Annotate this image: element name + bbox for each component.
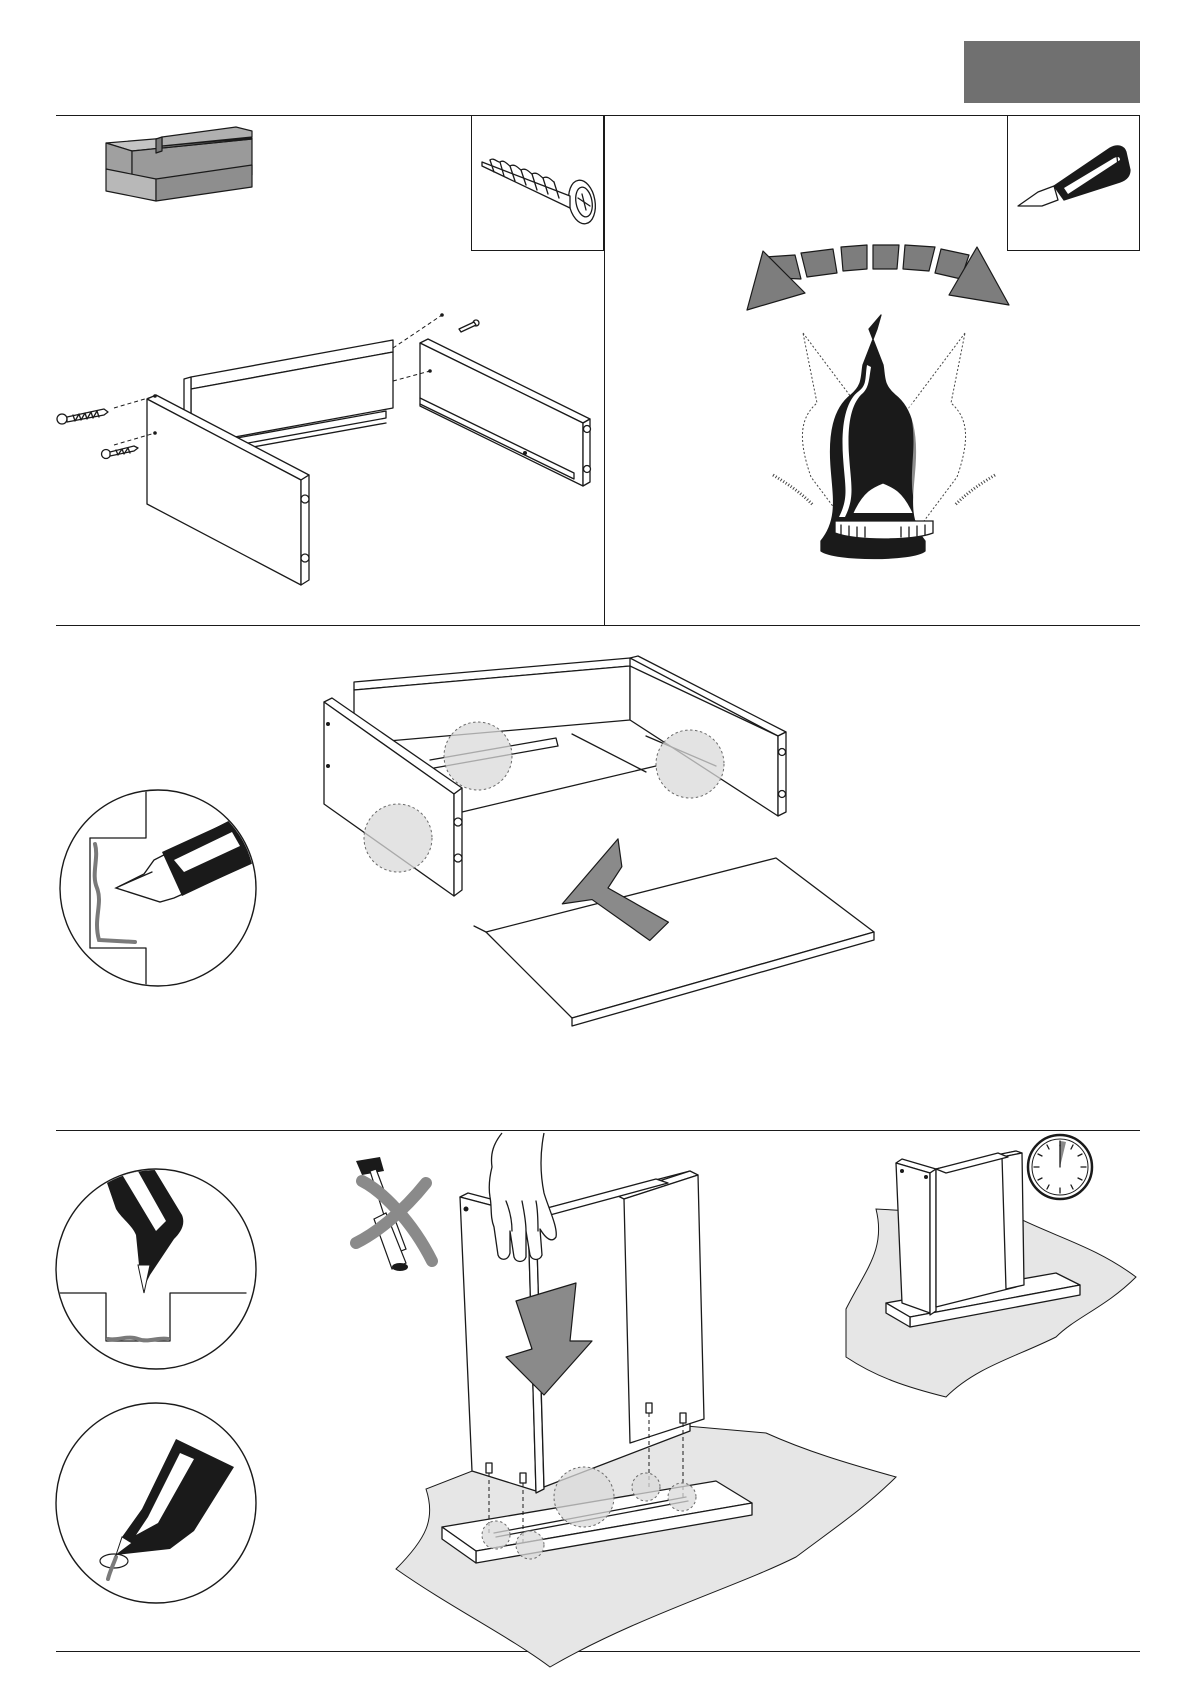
step-shake-glue <box>605 115 1140 625</box>
glue-in-hole-detail <box>56 1403 256 1603</box>
no-hammer-icon <box>356 1157 432 1271</box>
slide-bottom-illustration <box>56 626 1140 1130</box>
drawer-side-panels-with-screws <box>57 313 591 585</box>
drawer-frame-with-bottom <box>324 656 874 1026</box>
shake-arrow <box>747 245 1009 310</box>
assembled-drawer-drying <box>846 1151 1136 1397</box>
press-frame-illustration <box>56 1131 1140 1651</box>
glue-tube-icon-box <box>1007 115 1140 251</box>
step-drawer-frame <box>56 115 604 625</box>
glue-in-channel-detail <box>56 1139 256 1369</box>
divider-bottom <box>56 1651 1140 1652</box>
drawer-thumbnail <box>106 127 252 201</box>
screw-icon-box <box>471 115 604 251</box>
page-tab-badge <box>964 41 1140 103</box>
glue-tube-shaking <box>821 315 933 559</box>
glue-tube-icon <box>1008 116 1141 252</box>
step-slide-bottom-panel <box>56 626 1140 1130</box>
clock-icon <box>1028 1135 1092 1199</box>
glue-in-groove-detail <box>60 790 256 996</box>
screw-icon <box>472 116 605 252</box>
step-press-frame-onto-base <box>56 1131 1140 1651</box>
